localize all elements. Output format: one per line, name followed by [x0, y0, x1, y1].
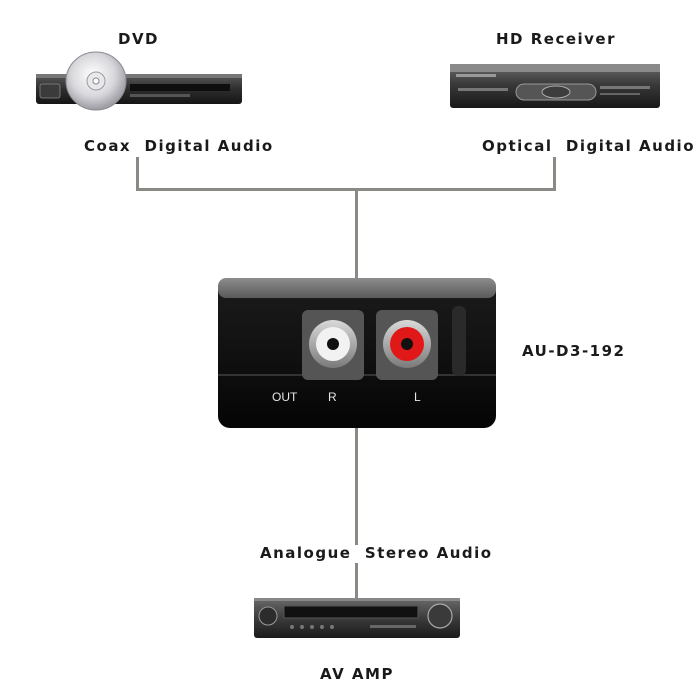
converter-port-l: L — [414, 390, 421, 404]
converter-device-image: OUT R L — [218, 278, 496, 428]
coax-digital-audio-label: Coax Digital Audio — [84, 137, 274, 155]
dvd-label: DVD — [118, 30, 160, 48]
av-amp-label: AV AMP — [320, 665, 394, 683]
converter-port-r: R — [328, 390, 337, 404]
converter-input-cable — [355, 188, 358, 280]
top-horizontal-cable — [136, 188, 556, 191]
converter-port-out: OUT — [272, 390, 298, 404]
av-amp-image — [254, 598, 460, 638]
optical-digital-audio-label: Optical Digital Audio — [482, 137, 695, 155]
hd-receiver-label: HD Receiver — [496, 30, 617, 48]
analogue-stereo-audio-label: Analogue Stereo Audio — [260, 544, 493, 562]
converter-output-cable — [355, 425, 358, 545]
hd-receiver-image — [450, 64, 660, 108]
dvd-cable-vertical — [136, 157, 139, 190]
converter-model-label: AU-D3-192 — [522, 342, 626, 360]
receiver-cable-vertical — [553, 157, 556, 190]
dvd-player-image — [36, 51, 242, 111]
amp-input-cable — [355, 563, 358, 601]
